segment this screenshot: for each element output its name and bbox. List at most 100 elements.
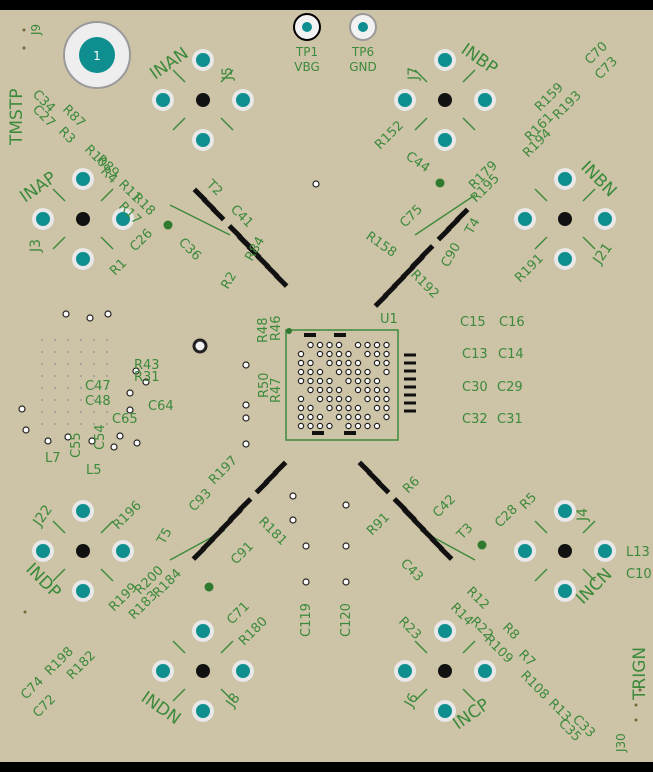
designator-c44: C44 <box>403 149 433 176</box>
bga-ball <box>364 368 371 376</box>
connector-outline <box>100 188 114 202</box>
bga-ball <box>307 404 314 412</box>
pad-copper <box>398 93 412 107</box>
fiducial <box>435 178 445 188</box>
pad-copper <box>76 172 90 186</box>
pad-copper <box>156 664 170 678</box>
bga-ball <box>326 341 333 349</box>
via <box>342 501 350 509</box>
bga-ball <box>364 386 371 394</box>
grid-dot <box>54 375 56 377</box>
designator-c119: C119 <box>299 603 314 637</box>
grid-dot <box>93 363 95 365</box>
side-label-trign: TRIGN <box>630 647 650 701</box>
designator-c43: C43 <box>397 556 426 585</box>
connector-outline <box>172 640 186 654</box>
ic-side-pin <box>404 361 416 365</box>
board-top-edge <box>0 0 653 10</box>
designator-c14: C14 <box>498 347 524 362</box>
grid-dot <box>106 387 108 389</box>
grid-dot <box>80 339 82 341</box>
bga-ball <box>354 422 362 430</box>
designator-r91: R91 <box>364 510 393 539</box>
connector-outline <box>534 236 548 250</box>
connector-net: INAN <box>146 44 192 85</box>
designator-c64: C64 <box>148 399 174 414</box>
bga-ball <box>364 350 371 358</box>
designator-r152: R152 <box>372 118 407 153</box>
via <box>242 440 250 448</box>
designator-c26: C26 <box>127 226 156 255</box>
diag-smd <box>375 479 391 495</box>
connector-outline <box>220 117 234 131</box>
pad-copper <box>598 544 612 558</box>
grid-dot <box>93 411 95 413</box>
bga-ball <box>354 404 362 412</box>
bga-ball <box>354 413 362 421</box>
bga-ball <box>383 350 390 358</box>
bga-ball <box>335 341 343 349</box>
bga-ball <box>316 368 324 376</box>
bga-ball <box>326 404 333 412</box>
pad-copper <box>196 53 210 67</box>
bga-ball <box>373 350 381 358</box>
pad-copper <box>36 544 50 558</box>
bga-ball <box>364 341 371 349</box>
ic-edge-pad <box>304 333 316 337</box>
ic-edge-pad <box>312 431 324 435</box>
fiducial <box>163 220 173 230</box>
diag-smd <box>438 546 454 561</box>
bga-ball <box>354 386 362 394</box>
bga-ball <box>335 386 343 394</box>
connector-ref: J7 <box>406 67 422 81</box>
pad-copper <box>76 504 90 518</box>
grid-dot <box>106 375 108 377</box>
connector-outline <box>462 117 476 131</box>
designator-r191: R191 <box>512 251 547 286</box>
bga-ball <box>307 341 314 349</box>
bga-ball <box>307 359 314 367</box>
designator-c32: C32 <box>462 412 488 427</box>
grid-dot <box>106 423 108 425</box>
via-layer <box>18 28 642 722</box>
grid-dot <box>41 363 43 365</box>
pin1-marker <box>286 328 292 334</box>
bga-ball <box>354 377 362 385</box>
pad-copper <box>558 504 572 518</box>
bga-ball <box>297 359 305 367</box>
connector-center <box>558 544 572 558</box>
diag-smd <box>373 293 389 308</box>
bga-ball <box>326 359 333 367</box>
bga-ball <box>383 341 390 349</box>
designator-r158: R158 <box>363 229 399 261</box>
connector-net: INAP <box>16 168 60 207</box>
bga-ball <box>373 359 381 367</box>
edge-dot <box>22 46 26 50</box>
diag-smd <box>273 273 289 288</box>
designator-c13: C13 <box>462 347 488 362</box>
bga-ball <box>383 386 390 394</box>
testpoint-net: GND <box>349 60 377 74</box>
bga-ball <box>316 377 324 385</box>
connector-center <box>196 664 210 678</box>
designator-c54: C54 <box>93 424 108 450</box>
via <box>342 578 350 586</box>
grid-dot <box>67 339 69 341</box>
connector-outline <box>462 640 476 654</box>
bga-ball <box>345 404 352 412</box>
connector-outline <box>582 236 596 250</box>
ic-side-pin <box>404 409 416 413</box>
connector-outline <box>172 117 186 131</box>
connector-net: INCP <box>449 695 493 734</box>
grid-dot <box>54 423 56 425</box>
connector-net: INBP <box>457 40 501 79</box>
grid-dot <box>80 411 82 413</box>
bga-ball <box>345 377 352 385</box>
bga-ball <box>326 377 333 385</box>
designator-r8: R8 <box>499 620 522 643</box>
bga-ball <box>335 395 343 403</box>
grid-dot <box>67 363 69 365</box>
grid-dot <box>54 351 56 353</box>
grid-dot <box>93 339 95 341</box>
